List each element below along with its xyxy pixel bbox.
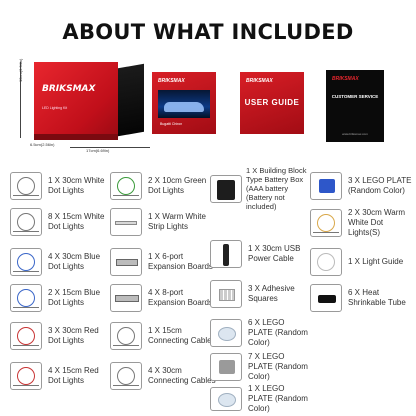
list-item: 1 X Light Guide — [310, 248, 414, 276]
item-thumbnail — [10, 172, 42, 200]
list-item: 1 X Building Block Type Battery Box (AAA… — [210, 166, 310, 211]
item-label: 1 X 6-port Expansion Boards — [148, 252, 213, 271]
page-title: ABOUT WHAT INCLUDED — [62, 20, 354, 44]
height-dimension-line — [20, 62, 26, 138]
item-thumbnail — [310, 284, 342, 312]
item-thumbnail — [10, 322, 42, 350]
item-thumbnail — [110, 284, 142, 312]
item-label: 2 X 10cm Green Dot Lights — [148, 176, 207, 195]
card-brand-logo: BRIKSMAX — [158, 78, 185, 84]
item-label: 4 X 30cm Connecting Cables — [148, 366, 216, 385]
list-item: 8 X 15cm White Dot Lights — [10, 208, 110, 236]
item-label: 1 X 30cm White Dot Lights — [48, 176, 105, 195]
item-thumbnail — [210, 240, 242, 268]
car-image — [158, 90, 210, 118]
list-item: 1 X Warm White Strip Lights — [110, 208, 216, 236]
item-thumbnail — [310, 209, 342, 237]
item-label: 6 X LEGO PLATE (Random Color) — [248, 318, 308, 347]
item-thumbnail — [210, 280, 242, 308]
list-item: 6 X Heat Shrinkable Tube — [310, 284, 414, 312]
item-label: 2 X 30cm Warm White Dot Lights(S) — [348, 208, 406, 237]
user-guide-title: USER GUIDE — [244, 98, 300, 107]
list-item: 1 X LEGO PLATE (Random Color) — [210, 384, 310, 414]
list-item: 7 X LEGO PLATE (Random Color) — [210, 352, 310, 382]
list-item: 1 X 30cm USB Power Cable — [210, 240, 310, 268]
item-thumbnail — [210, 387, 242, 411]
list-item: 3 X 30cm Red Dot Lights — [10, 322, 110, 350]
box-subtitle: LED Lighting Kit — [42, 106, 68, 110]
item-thumbnail — [110, 362, 142, 390]
customer-service-card: BRIKSMAX CUSTOMER SERVICE www.briksmax.c… — [326, 70, 384, 142]
item-label: 3 X LEGO PLATE (Random Color) — [348, 176, 412, 195]
list-item: 2 X 15cm Blue Dot Lights — [10, 284, 110, 312]
item-label: 1 X 15cm Connecting Cables — [148, 326, 216, 345]
width-dimension-line — [70, 147, 150, 152]
list-item: 3 X Adhesive Squares — [210, 280, 310, 308]
list-item: 1 X 15cm Connecting Cables — [110, 322, 216, 350]
list-item: 4 X 30cm Blue Dot Lights — [10, 248, 110, 276]
item-label: 1 X Building Block Type Battery Box (AAA… — [246, 166, 307, 211]
item-label: 4 X 30cm Blue Dot Lights — [48, 252, 101, 271]
item-label: 1 X Light Guide — [348, 257, 404, 266]
item-label: 3 X Adhesive Squares — [248, 284, 295, 303]
item-thumbnail — [110, 248, 142, 276]
item-label: 3 X 30cm Red Dot Lights — [48, 326, 99, 345]
item-thumbnail — [10, 208, 42, 236]
car-caption: Bugatti Chiron — [160, 122, 183, 126]
width-dimension-label: 17cm(6.69in) — [86, 148, 110, 153]
item-thumbnail — [210, 319, 242, 347]
item-label: 1 X Warm White Strip Lights — [148, 212, 206, 231]
item-thumbnail — [10, 284, 42, 312]
item-label: 6 X Heat Shrinkable Tube — [348, 288, 406, 307]
box-front — [34, 62, 118, 134]
card-brand-logo: BRIKSMAX — [246, 78, 273, 84]
height-dimension-label: 10cm(3.94in) — [18, 58, 23, 82]
list-item: 6 X LEGO PLATE (Random Color) — [210, 318, 310, 348]
list-item: 4 X 15cm Red Dot Lights — [10, 362, 110, 390]
list-item: 3 X LEGO PLATE (Random Color) — [310, 172, 414, 200]
card-brand-logo: BRIKSMAX — [332, 76, 359, 82]
list-item: 2 X 10cm Green Dot Lights — [110, 172, 216, 200]
list-item: 1 X 6-port Expansion Boards — [110, 248, 216, 276]
item-label: 7 X LEGO PLATE (Random Color) — [248, 352, 308, 381]
depth-dimension-label: 6.5cm(2.56in) — [30, 142, 55, 147]
item-label: 1 X 30cm USB Power Cable — [248, 244, 301, 263]
item-thumbnail — [110, 322, 142, 350]
item-thumbnail — [110, 172, 142, 200]
box-side — [118, 63, 144, 137]
car-card: BRIKSMAX Bugatti Chiron — [152, 72, 216, 134]
item-label: 8 X 15cm White Dot Lights — [48, 212, 105, 231]
item-thumbnail — [210, 353, 242, 381]
box-bottom — [34, 134, 118, 140]
list-item: 4 X 8-port Expansion Boards — [110, 284, 216, 312]
user-guide-card: BRIKSMAX USER GUIDE — [240, 72, 304, 134]
list-item: 2 X 30cm Warm White Dot Lights(S) — [310, 208, 414, 238]
item-thumbnail — [10, 248, 42, 276]
item-label: 4 X 8-port Expansion Boards — [148, 288, 213, 307]
customer-service-title: CUSTOMER SERVICE — [331, 94, 379, 99]
customer-service-url: www.briksmax.com — [342, 132, 368, 136]
item-label: 1 X LEGO PLATE (Random Color) — [248, 384, 308, 413]
item-label: 4 X 15cm Red Dot Lights — [48, 366, 99, 385]
item-thumbnail — [210, 174, 242, 203]
list-item: 4 X 30cm Connecting Cables — [110, 362, 216, 390]
item-label: 2 X 15cm Blue Dot Lights — [48, 288, 101, 307]
box-brand-logo: BRIKSMAX — [42, 84, 96, 94]
item-thumbnail — [310, 172, 342, 200]
product-box: BRIKSMAX LED Lighting Kit — [34, 62, 146, 140]
item-thumbnail — [10, 362, 42, 390]
list-item: 1 X 30cm White Dot Lights — [10, 172, 110, 200]
item-thumbnail — [310, 248, 342, 276]
item-thumbnail — [110, 208, 142, 236]
